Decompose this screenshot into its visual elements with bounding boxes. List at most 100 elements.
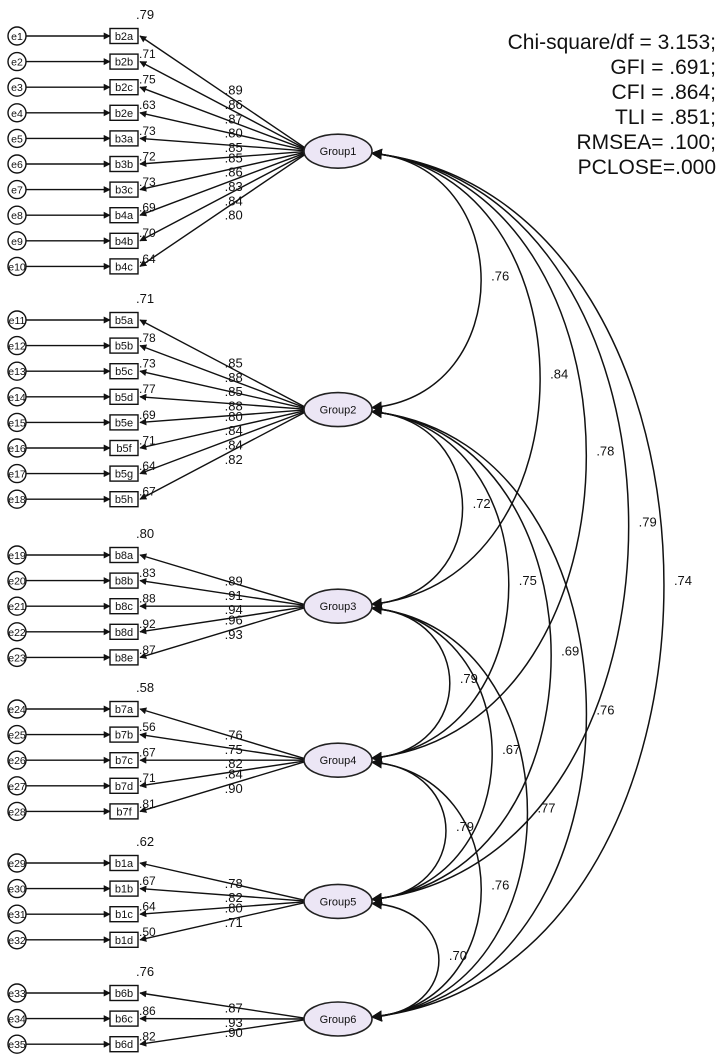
loading-value-label: .90	[225, 1025, 243, 1040]
indicator-box	[109, 491, 139, 508]
item-r2-label: .75	[139, 73, 156, 87]
loading-path-arrow	[139, 150, 311, 192]
indicator-box	[109, 258, 139, 275]
loading-value-label: .80	[225, 901, 243, 916]
fit-stat-cfi: CFI = .864;	[611, 81, 716, 104]
indicator-label: b5h	[115, 494, 133, 506]
indicator-box	[109, 181, 139, 198]
loading-path-arrow	[139, 150, 311, 267]
loading-path-arrow	[139, 900, 311, 918]
indicator-label: b8b	[115, 576, 133, 588]
indicator-label: b8c	[115, 601, 133, 613]
correlation-arc	[370, 603, 451, 763]
indicator-label: b3c	[115, 185, 133, 197]
loading-path-arrow	[139, 344, 311, 411]
loading-path-arrow	[139, 35, 311, 152]
indicator-box	[109, 906, 139, 923]
indicator-box	[109, 984, 139, 1002]
loading-path-arrow	[139, 150, 311, 217]
indicator-label: b7a	[115, 704, 134, 716]
first-item-r2-label: .76	[136, 964, 154, 979]
loading-value-label: .87	[225, 111, 243, 126]
error-term-label: e32	[8, 935, 26, 947]
item-r2-label: .73	[139, 124, 156, 138]
correlation-value-label: .84	[550, 367, 568, 382]
loading-value-label: .87	[225, 1000, 243, 1015]
error-term-label: e1	[11, 31, 23, 43]
item-r2-label: .72	[139, 149, 156, 163]
latent-factor-label: Group6	[320, 1014, 357, 1026]
fit-stat-tli: TLI = .851;	[615, 106, 716, 129]
indicator-label: b5f	[116, 443, 132, 455]
error-term-label: e18	[8, 494, 26, 506]
indicator-label: b4a	[115, 210, 134, 222]
loading-path-arrow	[139, 707, 311, 761]
indicator-box	[109, 206, 139, 224]
indicator-label: b1a	[115, 858, 134, 870]
loading-path-arrow	[139, 732, 311, 761]
item-r2-label: .67	[139, 746, 156, 760]
latent-factor-label: Group4	[320, 755, 357, 767]
error-term-label: e10	[8, 261, 26, 273]
indicator-label: b3b	[115, 159, 133, 171]
latent-factor-label: Group1	[320, 146, 357, 158]
item-r2-label: .64	[139, 900, 156, 914]
error-term-label: e23	[8, 652, 26, 664]
loading-value-label: .82	[225, 890, 243, 905]
correlation-arc	[370, 148, 588, 763]
loading-value-label: .76	[225, 728, 243, 743]
loading-value-label: .93	[225, 1015, 243, 1030]
latent-factor-ellipse	[303, 133, 373, 169]
error-term-label: e6	[11, 159, 23, 171]
indicator-box	[109, 104, 139, 122]
loading-value-label: .83	[225, 179, 243, 194]
loading-path-arrow	[139, 605, 311, 635]
model-fit-statistics: Chi-square/df = 3.153; GFI = .691; CFI =…	[508, 30, 716, 180]
indicator-box	[109, 880, 139, 897]
indicator-box	[109, 465, 139, 482]
indicator-label: b2b	[115, 57, 133, 69]
error-term-label: e19	[8, 550, 26, 562]
correlation-value-label: .79	[456, 819, 474, 834]
first-item-r2-label: .71	[136, 291, 154, 306]
correlation-value-label: .76	[596, 702, 614, 717]
indicator-box	[109, 726, 139, 743]
indicator-box	[109, 1010, 139, 1027]
error-term-label: e29	[8, 858, 26, 870]
loading-value-label: .89	[225, 83, 243, 98]
loading-path-arrow	[139, 369, 311, 411]
loading-value-label: .71	[225, 915, 243, 930]
indicator-box	[109, 388, 139, 405]
indicator-label: b5c	[115, 366, 133, 378]
loading-value-label: .85	[225, 355, 243, 370]
error-term-label: e14	[8, 392, 26, 404]
item-r2-label: .67	[139, 874, 156, 888]
loading-value-label: .88	[225, 370, 243, 385]
error-term-label: e17	[8, 469, 26, 481]
correlation-arc	[370, 603, 529, 1022]
error-term-label: e21	[8, 601, 26, 613]
error-term-label: e20	[8, 576, 26, 588]
indicator-label: b5g	[115, 469, 133, 481]
latent-factor-label: Group3	[320, 601, 357, 613]
loading-value-label: .89	[225, 574, 243, 589]
error-term-label: e26	[8, 755, 26, 767]
indicator-label: b1b	[115, 884, 133, 896]
loading-value-label: .85	[225, 384, 243, 399]
error-term-label: e25	[8, 730, 26, 742]
indicator-label: b7f	[116, 806, 132, 818]
correlation-value-label: .76	[491, 878, 509, 893]
loading-value-label: .82	[225, 452, 243, 467]
correlation-value-label: .72	[473, 496, 491, 511]
loading-path-arrow	[139, 60, 311, 152]
loading-value-label: .80	[225, 409, 243, 424]
indicator-box	[109, 27, 139, 45]
loading-path-arrow	[139, 150, 311, 168]
loading-value-label: .91	[225, 588, 243, 603]
error-term-label: e11	[9, 315, 26, 327]
fit-stat-chi-square: Chi-square/df = 3.153;	[507, 31, 716, 54]
